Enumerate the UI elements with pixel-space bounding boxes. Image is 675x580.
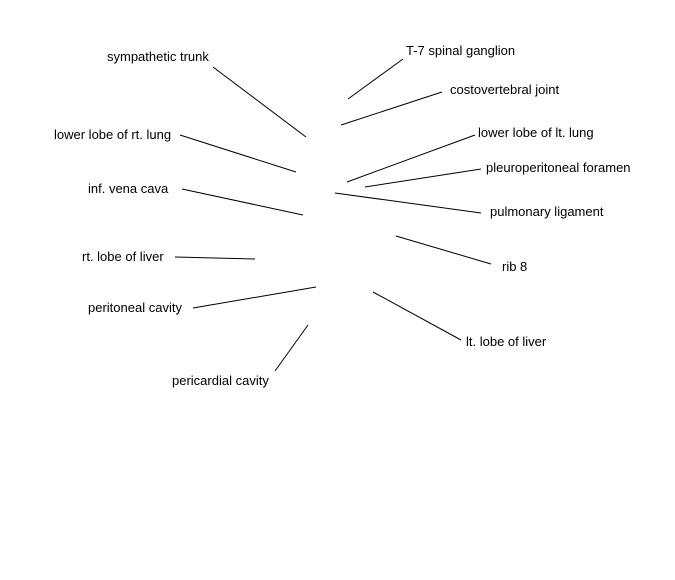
leader-line-t7-spinal-ganglion bbox=[347, 58, 404, 100]
label-rib-8: rib 8 bbox=[502, 259, 528, 274]
label-pericardial-cavity: pericardial cavity bbox=[172, 373, 269, 388]
leader-line-lower-lobe-rt-lung bbox=[179, 134, 297, 173]
label-pulmonary-ligament: pulmonary ligament bbox=[490, 204, 604, 219]
leader-line-rib-8 bbox=[395, 235, 492, 265]
label-inf-vena-cava: inf. vena cava bbox=[88, 181, 169, 196]
leader-line-pericardial-cavity bbox=[274, 324, 309, 372]
label-peritoneal-cavity: peritoneal cavity bbox=[88, 300, 182, 315]
label-costovertebral-joint: costovertebral joint bbox=[450, 82, 560, 97]
label-sympathetic-trunk: sympathetic trunk bbox=[107, 49, 209, 64]
leader-line-pulmonary-ligament bbox=[334, 192, 482, 214]
label-lower-lobe-lt-lung: lower lobe of lt. lung bbox=[478, 125, 594, 140]
leader-line-lower-lobe-lt-lung bbox=[346, 134, 476, 183]
leader-line-inf-vena-cava bbox=[181, 188, 304, 216]
label-pleuroperitoneal-foramen: pleuroperitoneal foramen bbox=[486, 160, 631, 175]
leader-line-costovertebral-joint bbox=[340, 91, 443, 126]
label-t7-spinal-ganglion: T-7 spinal ganglion bbox=[406, 43, 516, 58]
leader-line-pleuroperitoneal-foramen bbox=[364, 168, 482, 188]
leader-line-lt-lobe-of-liver bbox=[372, 291, 462, 341]
label-lower-lobe-rt-lung: lower lobe of rt. lung bbox=[54, 127, 172, 142]
label-rt-lobe-of-liver: rt. lobe of liver bbox=[82, 249, 164, 264]
leader-line-rt-lobe-of-liver bbox=[174, 256, 256, 260]
leader-line-peritoneal-cavity bbox=[192, 286, 317, 309]
label-lt-lobe-of-liver: lt. lobe of liver bbox=[466, 334, 547, 349]
leader-line-sympathetic-trunk bbox=[212, 66, 307, 138]
